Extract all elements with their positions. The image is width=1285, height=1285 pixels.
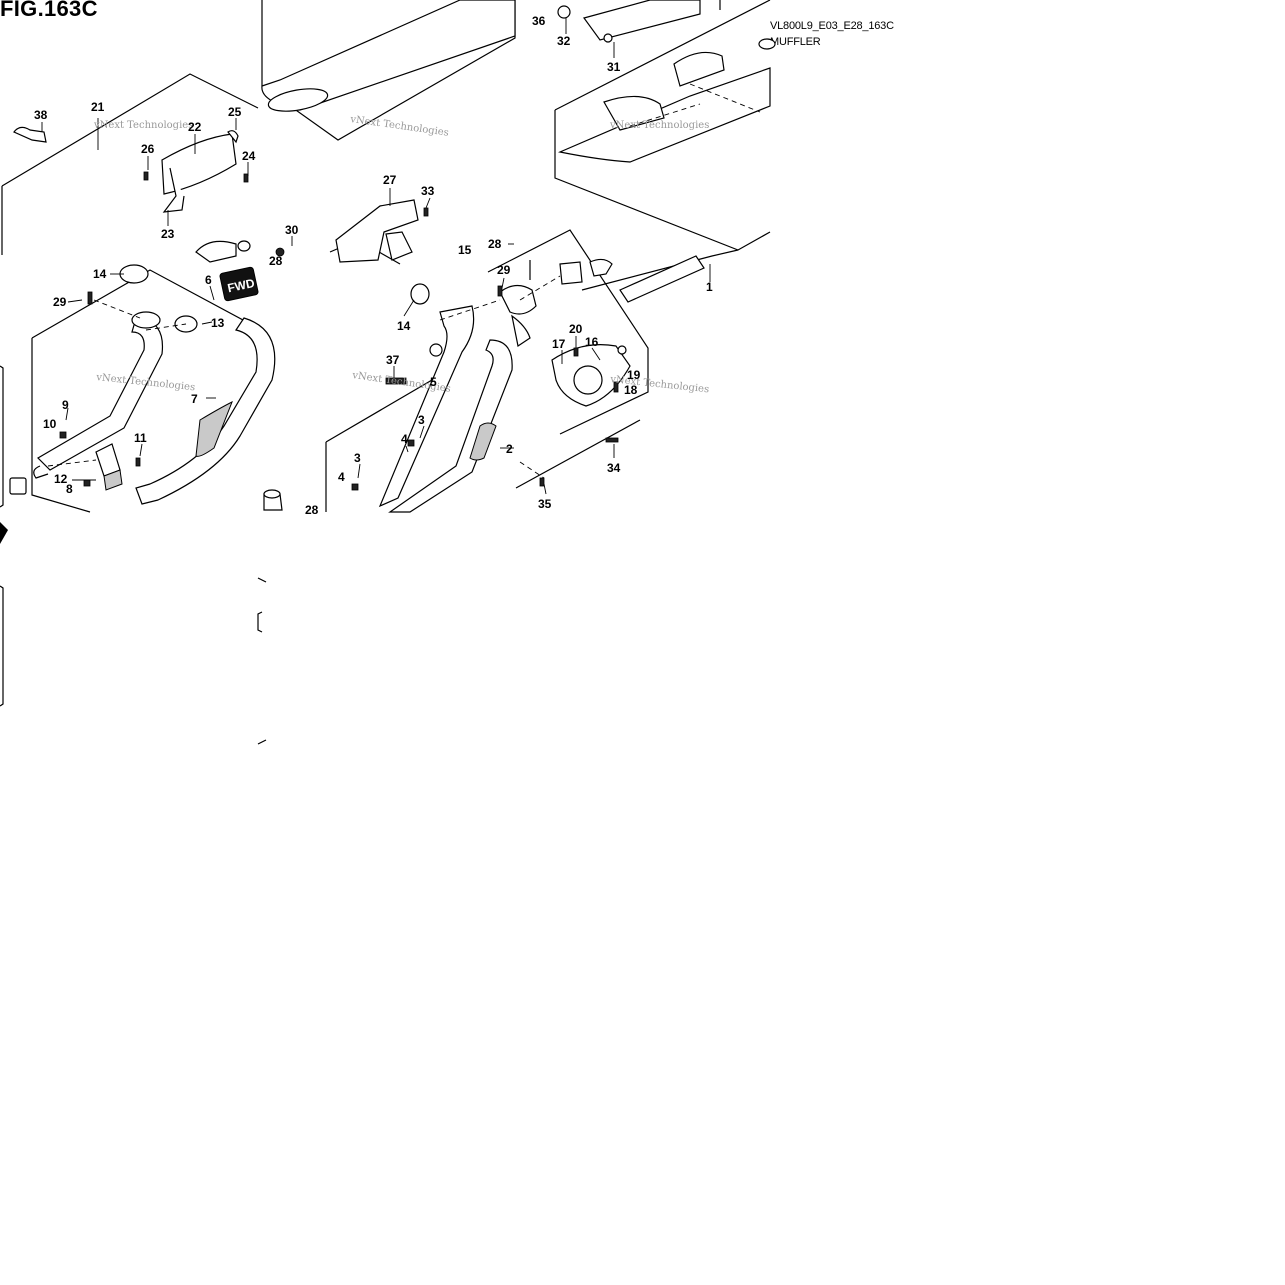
callout-36: 36 xyxy=(532,14,546,28)
callout-34: 34 xyxy=(607,461,621,475)
drawing-code: VL800L9_E03_E28_163C xyxy=(770,20,894,32)
part-illustrations xyxy=(9,0,776,513)
watermark: vNext Technologies xyxy=(349,114,450,139)
callout-17: 17 xyxy=(552,337,566,351)
fwd-badge: FWD xyxy=(226,276,256,295)
callout-31: 31 xyxy=(607,60,621,74)
callout-5: 5 xyxy=(430,375,437,389)
callout-33: 33 xyxy=(421,184,435,198)
callout-19: 19 xyxy=(627,368,641,382)
callout-24: 24 xyxy=(242,149,256,163)
callout-21: 21 xyxy=(91,100,105,114)
callout-27: 27 xyxy=(383,173,397,187)
callout-32: 32 xyxy=(557,34,571,48)
callout-9: 9 xyxy=(62,398,69,412)
callout-2: 2 xyxy=(506,442,513,456)
callout-3-b: 3 xyxy=(354,451,361,465)
callout-7: 7 xyxy=(191,392,198,406)
callout-38: 38 xyxy=(34,108,48,122)
callout-3-a: 3 xyxy=(418,413,425,427)
watermark: vNext Technologies xyxy=(609,120,709,131)
callout-37: 37 xyxy=(386,353,400,367)
callout-35: 35 xyxy=(538,497,552,511)
callout-29-b: 29 xyxy=(53,295,67,309)
callout-25: 25 xyxy=(228,105,242,119)
callout-28-b: 28 xyxy=(269,254,283,268)
callout-6: 6 xyxy=(205,273,212,287)
callout-15: 15 xyxy=(458,243,472,257)
callout-12: 12 xyxy=(54,472,68,486)
callout-4-a: 4 xyxy=(401,432,408,446)
arrow-icon xyxy=(0,522,8,544)
callout-30: 30 xyxy=(285,223,299,237)
callout-28-c: 28 xyxy=(305,503,319,517)
callout-14-b: 14 xyxy=(397,319,411,333)
callout-4-b: 4 xyxy=(338,470,345,484)
callout-23: 23 xyxy=(161,227,175,241)
callout-1: 1 xyxy=(706,280,713,294)
section-name: MUFFLER xyxy=(770,36,821,48)
callout-16: 16 xyxy=(585,335,599,349)
callout-8: 8 xyxy=(66,482,73,496)
leader-lines xyxy=(41,18,761,495)
callout-14-a: 14 xyxy=(93,267,107,281)
callout-13: 13 xyxy=(211,316,225,330)
watermark: vNext Technologies xyxy=(93,120,193,131)
figure-title: FIG.163C xyxy=(0,0,98,21)
callout-labels: 36 32 31 38 21 25 22 26 24 27 33 23 30 2… xyxy=(34,14,713,517)
callout-29-a: 29 xyxy=(497,263,511,277)
callout-11: 11 xyxy=(134,431,147,445)
callout-10: 10 xyxy=(43,417,57,431)
callout-20: 20 xyxy=(569,322,583,336)
callout-22: 22 xyxy=(188,120,202,134)
callout-26: 26 xyxy=(141,142,155,156)
callout-18: 18 xyxy=(624,383,638,397)
callout-28-a: 28 xyxy=(488,237,502,251)
